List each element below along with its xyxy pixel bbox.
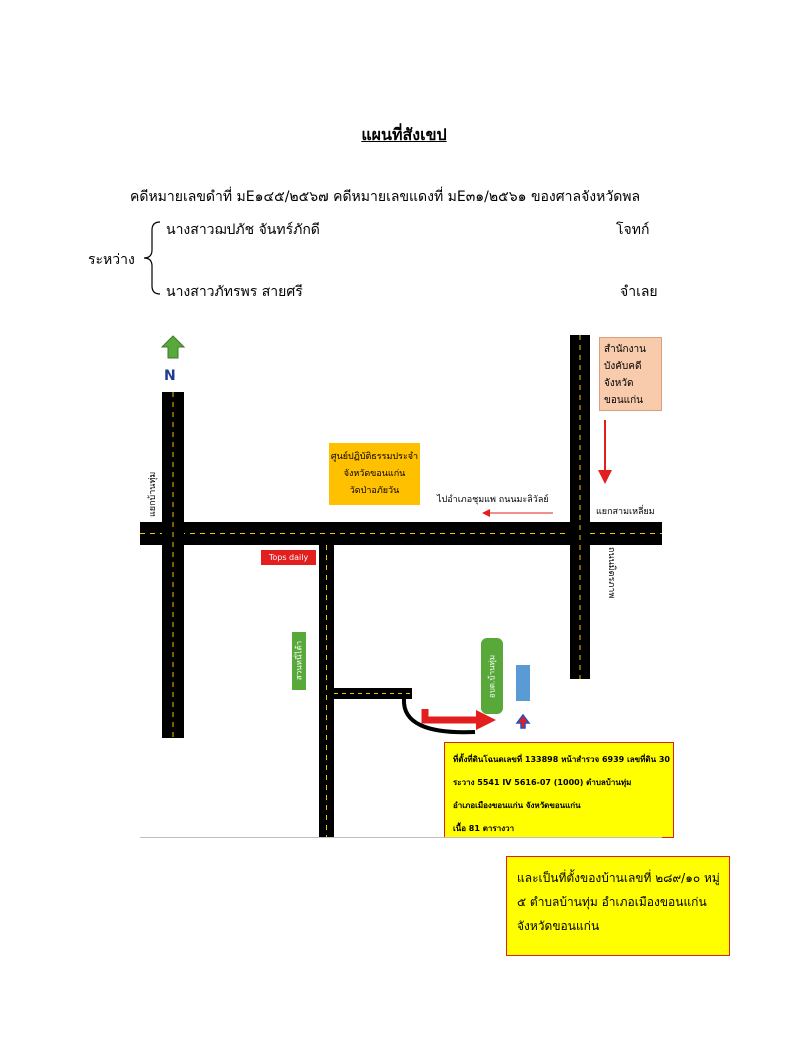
enforcement-office-box: สำนักงาน บังคับคดี จังหวัด ขอนแก่น xyxy=(599,337,662,411)
page-title: แผนที่สังเขป xyxy=(361,125,447,144)
road-right-label: ถนนมิตรภาพ xyxy=(606,547,616,599)
between-label: ระหว่าง xyxy=(88,252,135,268)
junction-right-label: แยกสามเหลี่ยม xyxy=(596,507,655,517)
road-middle-vertical xyxy=(319,545,334,838)
road-network xyxy=(140,335,662,838)
plaintiff-name: นางสาวฌปภัช จันทร์ภักดี xyxy=(166,222,320,238)
park-label: สวนหนี่ไต้า xyxy=(294,640,304,681)
case-number-line: คดีหมายเลขดำที่ มE๑๔๕/๒๕๖๗ คดีหมายเลขแดง… xyxy=(130,189,641,205)
junction-left-label: แยกบ้านทุ่ม xyxy=(148,471,158,517)
map-area: N สำนักงาน บังคับคดี จังหวัด ขอนแก่น ศูน… xyxy=(140,330,674,838)
party-brace xyxy=(143,221,161,295)
north-label: N xyxy=(164,368,176,384)
north-arrow-icon xyxy=(160,335,186,359)
sao-sign: อบต.บ้านทุ่ม xyxy=(481,638,503,714)
map-bottom-border xyxy=(140,837,662,838)
house-info-box: และเป็นที่ตั้งของบ้านเลขที่ ๒๘๙/๑๐ หมู่ … xyxy=(506,856,730,956)
direction-label: ไปอำเภอชุมแพ ถนนมะลิวัลย์ xyxy=(437,495,549,505)
defendant-role: จำเลย xyxy=(620,284,658,300)
direction-arrow xyxy=(482,509,490,517)
route-arrow xyxy=(421,709,480,724)
property-building xyxy=(516,665,530,701)
defendant-name: นางสาวภัทรพร สายศรี xyxy=(166,284,303,300)
tops-daily-label: Tops daily xyxy=(261,550,316,565)
property-info-box: ที่ตั้งที่ดินโฉนดเลขที่ 133898 หน้าสำรวจ… xyxy=(444,742,674,838)
access-curve xyxy=(401,698,476,735)
location-marker-arrow xyxy=(515,713,531,729)
dharma-center-box: ศูนย์ปฏิบัติธรรมประจำ จังหวัดขอนแก่น วัด… xyxy=(329,443,420,505)
park-sign: สวนหนี่ไต้า xyxy=(292,632,306,690)
plaintiff-role: โจทก์ xyxy=(616,222,650,238)
side-street xyxy=(334,688,412,699)
sao-label: อบต.บ้านทุ่ม xyxy=(487,654,497,699)
